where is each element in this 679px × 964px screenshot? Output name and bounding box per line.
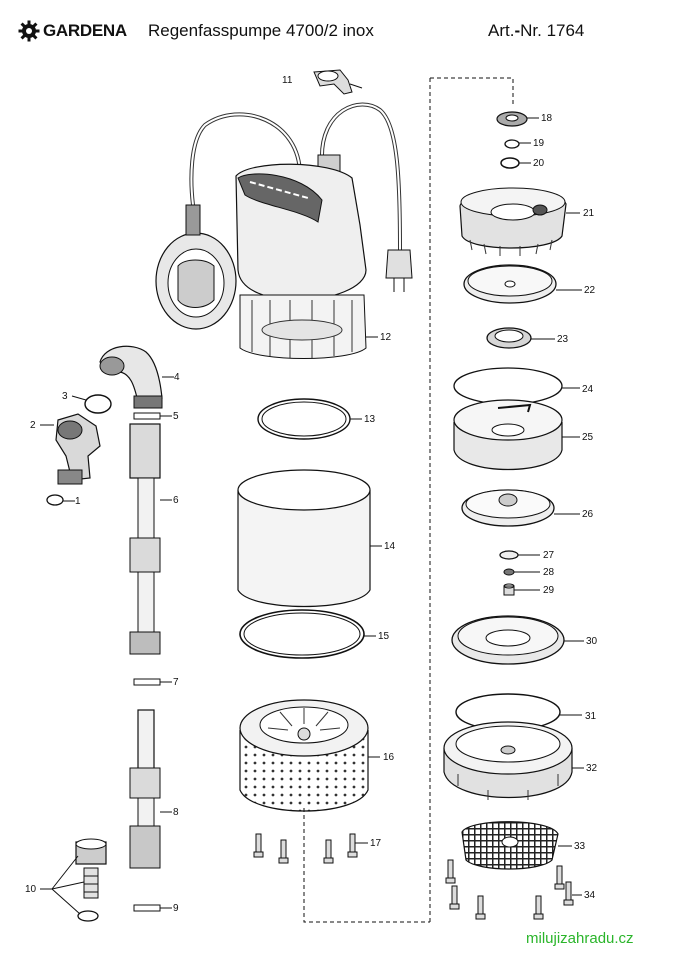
label-part-34: 34 [584,890,596,901]
label-part-21: 21 [583,208,595,219]
label-part-14: 14 [384,541,396,552]
label-part-3: 3 [62,391,68,402]
part-27-washer [499,550,540,560]
part-23-spacer-ring [486,327,555,349]
label-part-13: 13 [364,414,376,425]
label-part-17: 17 [370,838,382,849]
part-24-o-ring [453,367,580,405]
part-33-strainer [461,821,572,870]
watermark: milujizahradu.cz [526,930,634,947]
label-part-9: 9 [173,903,179,914]
label-part-33: 33 [574,841,586,852]
part-6-telescopic-pipe-upper [129,423,172,655]
label-part-18: 18 [541,113,553,124]
part-7-washer [133,678,172,686]
gardena-gear-icon [18,20,40,42]
part-20-washer [500,157,531,169]
label-part-31: 31 [585,711,597,722]
part-28-nut [503,568,540,576]
brand-name: GARDENA [43,21,127,40]
part-19-o-ring [504,139,531,149]
part-25-pump-stage [453,399,580,470]
label-part-23: 23 [557,334,569,345]
label-part-25: 25 [582,432,594,443]
part-3-o-ring [71,394,112,414]
part-5-washer [133,412,172,420]
part-2-shutoff-valve [40,413,101,485]
part-16-perforated-base [239,699,380,812]
label-part-24: 24 [582,384,594,395]
part-26-impeller [461,489,580,527]
part-14-stainless-sleeve [237,469,382,608]
part-4-hose-elbow [99,345,174,409]
part-13-o-ring [257,398,362,440]
label-part-8: 8 [173,807,179,818]
article-rest: Nr. 1764 [520,21,585,40]
part-17-screws [253,833,368,864]
label-part-2: 2 [30,420,36,431]
part-12-pump-body [155,102,413,359]
part-30-diaphragm-disc [451,615,584,665]
part-32-base-plate [443,721,584,800]
page-title: Regenfasspumpe 4700/2 inox [148,21,374,40]
label-part-16: 16 [383,752,395,763]
part-10-hose-connector-set [40,838,107,922]
label-part-19: 19 [533,138,545,149]
label-part-32: 32 [586,763,598,774]
label-part-1: 1 [75,496,81,507]
part-34-screws [445,859,582,920]
label-part-5: 5 [173,411,179,422]
label-part-15: 15 [378,631,390,642]
label-part-7: 7 [173,677,179,688]
label-part-22: 22 [584,285,596,296]
part-11-cable-clip [313,69,363,95]
label-part-20: 20 [533,158,545,169]
dashed-connector [303,77,514,923]
label-part-28: 28 [543,567,555,578]
part-29-cap-nut [503,583,540,596]
part-22-guide-disc [463,264,582,304]
brand-logo: GARDENA [18,20,127,42]
label-part-6: 6 [173,495,179,506]
label-part-4: 4 [174,372,180,383]
part-1-seal-ring [46,494,75,506]
label-part-30: 30 [586,636,598,647]
label-part-29: 29 [543,585,555,596]
article-dash: - [514,21,521,40]
label-part-12: 12 [380,332,392,343]
article-prefix: Art. [488,21,515,40]
label-part-10: 10 [25,884,37,895]
label-part-11: 11 [282,75,293,86]
label-part-26: 26 [582,509,594,520]
article-number: Art.-Nr. 1764 [488,21,584,41]
part-8-telescopic-pipe-lower [129,709,172,869]
label-part-27: 27 [543,550,555,561]
part-15-flat-ring [239,609,376,659]
part-18-bearing [496,111,539,127]
header: GARDENA Regenfasspumpe 4700/2 inox Art.-… [0,0,679,60]
part-21-pump-cover [459,187,580,256]
part-9-washer [133,904,172,912]
